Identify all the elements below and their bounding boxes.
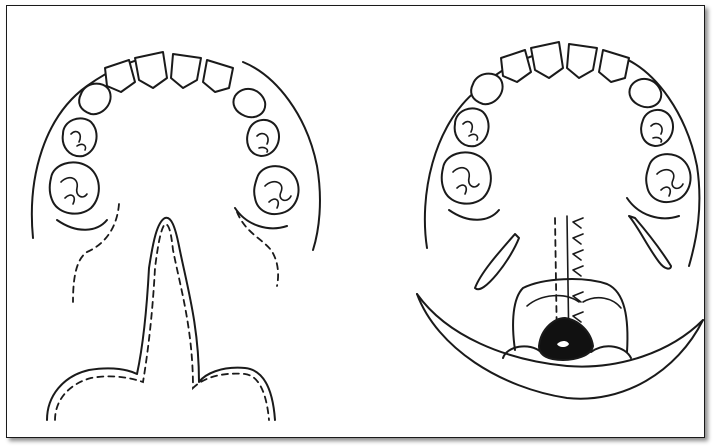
left-tooth-premolar-2 bbox=[247, 120, 279, 156]
right-tooth-central-1 bbox=[531, 42, 563, 78]
right-tooth-premolar-2 bbox=[641, 110, 673, 146]
left-relaxing-incision-2 bbox=[237, 212, 278, 286]
right-lateral-slit-left bbox=[475, 234, 519, 289]
right-upper-teeth bbox=[442, 42, 691, 204]
suture-1 bbox=[573, 218, 583, 228]
left-upper-teeth bbox=[50, 52, 299, 214]
left-tooth-central-2 bbox=[171, 54, 201, 88]
left-tooth-canine-1 bbox=[79, 84, 110, 115]
suture-2 bbox=[573, 234, 583, 244]
right-tooth-molar-1 bbox=[442, 152, 491, 203]
suture-4 bbox=[573, 266, 583, 276]
left-cleft-outline bbox=[47, 218, 275, 420]
left-tooth-lateral-1 bbox=[105, 60, 135, 92]
left-palate-diagram bbox=[32, 52, 320, 420]
right-tonsil-bulge-left bbox=[503, 346, 541, 358]
left-tooth-molar-1 bbox=[50, 162, 99, 213]
suture-3 bbox=[573, 250, 583, 260]
right-tooth-central-2 bbox=[567, 44, 597, 78]
figure-svg bbox=[7, 6, 704, 437]
right-tooth-canine-2 bbox=[629, 79, 661, 107]
left-relaxing-incision-1 bbox=[73, 204, 119, 302]
right-tonsil-bulge-right bbox=[591, 346, 631, 358]
left-tooth-molar-2 bbox=[254, 166, 298, 214]
right-velopharyngeal-opening bbox=[539, 318, 593, 360]
left-cleft-incision-line bbox=[55, 224, 269, 420]
left-tooth-canine-2 bbox=[233, 89, 265, 117]
left-tooth-lateral-2 bbox=[203, 60, 233, 92]
left-tooth-central-1 bbox=[135, 52, 167, 88]
right-tuberosity-arc-1 bbox=[449, 210, 499, 220]
right-tooth-lateral-2 bbox=[599, 50, 629, 82]
right-midline-sutures bbox=[573, 218, 583, 322]
right-tooth-molar-2 bbox=[646, 154, 690, 202]
right-lateral-slit-right bbox=[629, 216, 671, 269]
figure-frame bbox=[6, 5, 705, 438]
right-tooth-canine-1 bbox=[471, 74, 502, 105]
right-palate-diagram bbox=[417, 42, 703, 399]
left-tuberosity-arc-1 bbox=[57, 220, 107, 230]
right-tooth-lateral-1 bbox=[501, 50, 531, 82]
